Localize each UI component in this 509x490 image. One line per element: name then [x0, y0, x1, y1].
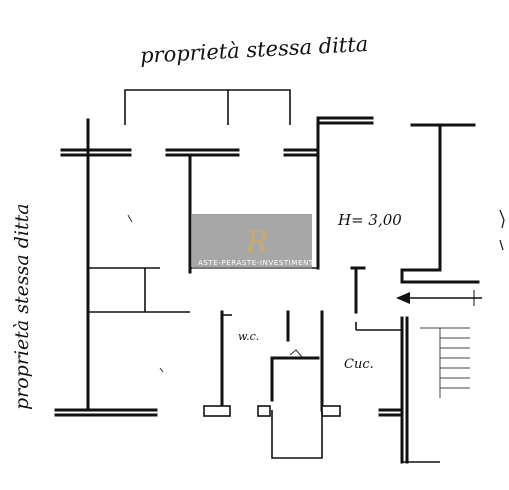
staircase — [420, 327, 470, 398]
kitchen-label: Cuc. — [344, 357, 374, 372]
entrance-arrow-icon — [396, 290, 482, 306]
watermark-panel — [192, 214, 312, 269]
top-bump-right — [228, 89, 291, 125]
watermark-logo-icon: R — [245, 225, 269, 260]
top-bump-left — [124, 89, 229, 125]
watermark-brand-text: ASTE-PERASTE-INVESTIMENTI — [198, 259, 316, 267]
watermark: R ASTE-PERASTE-INVESTIMENTI — [192, 214, 316, 269]
wc-label: w.c. — [238, 330, 259, 343]
ceiling-height-label: H= 3,00 — [337, 211, 402, 229]
left-annotation: proprietà stessa ditta — [11, 203, 33, 410]
bottom-bump — [271, 410, 323, 459]
walls — [54, 89, 480, 464]
top-annotation: proprietà stessa ditta — [139, 32, 368, 68]
